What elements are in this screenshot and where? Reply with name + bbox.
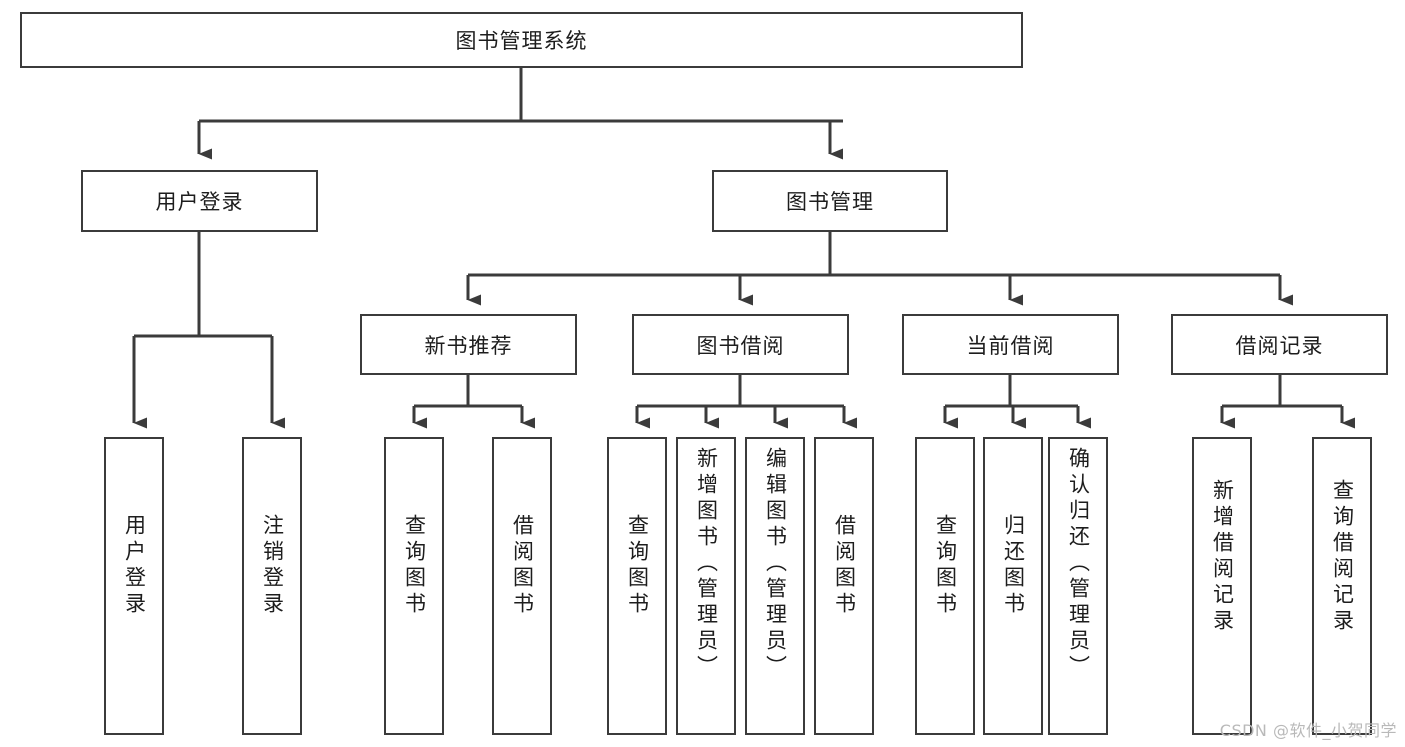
leaf-query-book-1-label: 查询图书 <box>402 514 427 618</box>
leaf-add-book[interactable]: 新增图书（管理员） <box>676 437 736 735</box>
leaf-query-book-2-label: 查询图书 <box>625 514 650 618</box>
leaf-borrow-book-2[interactable]: 借阅图书 <box>814 437 874 735</box>
node-root[interactable]: 图书管理系统 <box>20 12 1023 68</box>
csdn-watermark: CSDN @软件_小贺同学 <box>1219 721 1397 740</box>
leaf-add-record[interactable]: 新增借阅记录 <box>1192 437 1252 735</box>
leaf-add-record-label: 新增借阅记录 <box>1210 479 1235 635</box>
node-book-borrow-label: 图书借阅 <box>696 333 785 358</box>
leaf-query-book-2[interactable]: 查询图书 <box>607 437 667 735</box>
leaf-query-record[interactable]: 查询借阅记录 <box>1312 437 1372 735</box>
leaf-query-record-label: 查询借阅记录 <box>1330 479 1355 635</box>
node-user-login-label: 用户登录 <box>155 190 244 214</box>
leaf-return-book[interactable]: 归还图书 <box>983 437 1043 735</box>
node-book-manage[interactable]: 图书管理 <box>712 170 948 232</box>
leaf-query-book-3-label: 查询图书 <box>933 514 958 618</box>
node-new-book-rec-label: 新书推荐 <box>424 333 513 358</box>
leaf-user-login-label: 用户登录 <box>122 514 147 618</box>
leaf-return-book-label: 归还图书 <box>1001 514 1026 618</box>
node-current-borrow[interactable]: 当前借阅 <box>902 314 1119 375</box>
leaf-query-book-3[interactable]: 查询图书 <box>915 437 975 735</box>
leaf-edit-book[interactable]: 编辑图书（管理员） <box>745 437 805 735</box>
leaf-borrow-book-2-label: 借阅图书 <box>832 514 857 618</box>
leaf-query-book-1[interactable]: 查询图书 <box>384 437 444 735</box>
leaf-user-logout-label: 注销登录 <box>260 514 285 618</box>
node-current-borrow-label: 当前借阅 <box>966 333 1055 358</box>
node-root-label: 图书管理系统 <box>455 29 588 53</box>
node-book-manage-label: 图书管理 <box>786 190 874 214</box>
leaf-borrow-book-1[interactable]: 借阅图书 <box>492 437 552 735</box>
leaf-add-book-label: 新增图书（管理员） <box>694 447 719 681</box>
node-book-borrow[interactable]: 图书借阅 <box>632 314 849 375</box>
leaf-edit-book-label: 编辑图书（管理员） <box>763 447 788 681</box>
node-borrow-record[interactable]: 借阅记录 <box>1171 314 1388 375</box>
node-borrow-record-label: 借阅记录 <box>1235 333 1324 358</box>
leaf-user-logout[interactable]: 注销登录 <box>242 437 302 735</box>
leaf-confirm-return-label: 确认归还（管理员） <box>1066 447 1091 681</box>
node-new-book-rec[interactable]: 新书推荐 <box>360 314 577 375</box>
leaf-user-login[interactable]: 用户登录 <box>104 437 164 735</box>
node-user-login[interactable]: 用户登录 <box>81 170 318 232</box>
leaf-borrow-book-1-label: 借阅图书 <box>510 514 535 618</box>
leaf-confirm-return[interactable]: 确认归还（管理员） <box>1048 437 1108 735</box>
